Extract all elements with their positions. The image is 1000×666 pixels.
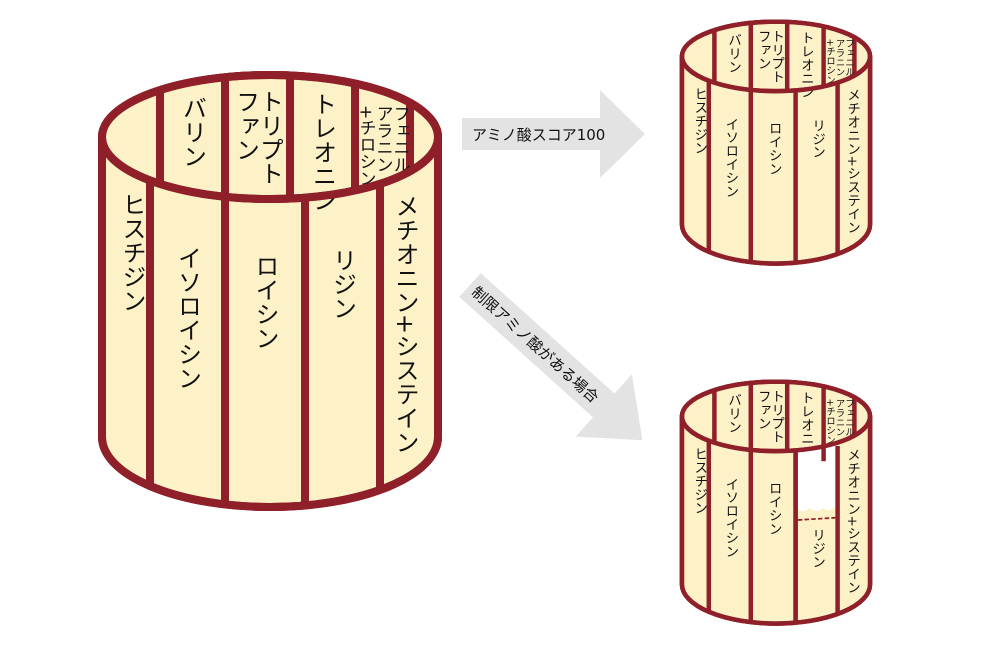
- back-stave-label: バリン: [725, 393, 741, 433]
- front-stave-label: ヒスチジン: [118, 192, 146, 312]
- back-stave-label: ファン: [232, 89, 260, 161]
- front-stave-label: リジン: [809, 119, 825, 159]
- back-stave-label: フェニル: [390, 105, 410, 173]
- back-stave-label: バリン: [179, 96, 207, 168]
- arrow-score100-label: アミノ酸スコア100: [472, 126, 605, 144]
- back-stave-label: アラニン: [834, 398, 846, 436]
- back-stave-label: アラニン: [834, 38, 846, 76]
- front-stave-label: ロイシン: [251, 254, 279, 350]
- back-stave-label: フェニル: [843, 38, 855, 76]
- arrow-limiting: 制限アミノ酸がある場合: [459, 273, 643, 441]
- front-stave-label: ロイシン: [766, 122, 782, 176]
- barrel-large: バリントリプトファントレオニンフェニルアラニン+チロシンヒスチジンイソロイシンロ…: [98, 71, 442, 511]
- back-stave-label: フェニル: [843, 398, 855, 436]
- front-stave-label: メチオニン+システイン: [391, 194, 419, 454]
- front-stave-label: イソロイシン: [722, 117, 738, 198]
- back-stave-label: ファン: [755, 30, 770, 70]
- back-stave-label: トリプト: [768, 30, 784, 84]
- barrel-limiting: バリン トリプトファン トレオニン フェニルアラニン+チロシンヒスチジンイソロイシン ロ…: [679, 379, 873, 626]
- front-stave-label: ロイシン: [766, 482, 782, 536]
- back-stave-label: +チロシン: [356, 105, 376, 187]
- back-stave-label: アラニン: [373, 105, 393, 173]
- front-stave-label: イソロイシン: [722, 477, 738, 558]
- broken-stave-gap: [797, 442, 836, 512]
- back-stave-label: ファン: [755, 390, 770, 430]
- front-stave-label: ヒスチジン: [691, 447, 707, 514]
- arrow-score100: アミノ酸スコア100: [462, 90, 645, 178]
- front-stave-label: メチオニン+システイン: [844, 88, 860, 234]
- back-stave-label: トレオニン: [798, 31, 814, 98]
- break-line: [797, 516, 836, 521]
- front-stave-label: リジン: [809, 528, 825, 568]
- back-stave-label: +チロシン: [824, 398, 835, 444]
- front-stave-label: リジン: [329, 248, 357, 320]
- front-stave-label: ヒスチジン: [691, 87, 707, 154]
- barrel-score100: バリン トリプトファン トレオニン フェニルアラニン+チロシンヒスチジンイソロイシン ロ…: [679, 19, 873, 266]
- back-stave-label: トリプト: [768, 390, 784, 444]
- back-stave-label: トリプト: [256, 89, 284, 185]
- back-stave-label: バリン: [725, 33, 741, 73]
- front-stave-label: メチオニン+システイン: [844, 448, 860, 594]
- back-stave-label: トレオニン: [798, 391, 814, 458]
- arrow-limiting-label: 制限アミノ酸がある場合: [468, 283, 602, 407]
- back-stave-label: +チロシン: [824, 38, 835, 84]
- front-stave-label: イソロイシン: [174, 246, 202, 390]
